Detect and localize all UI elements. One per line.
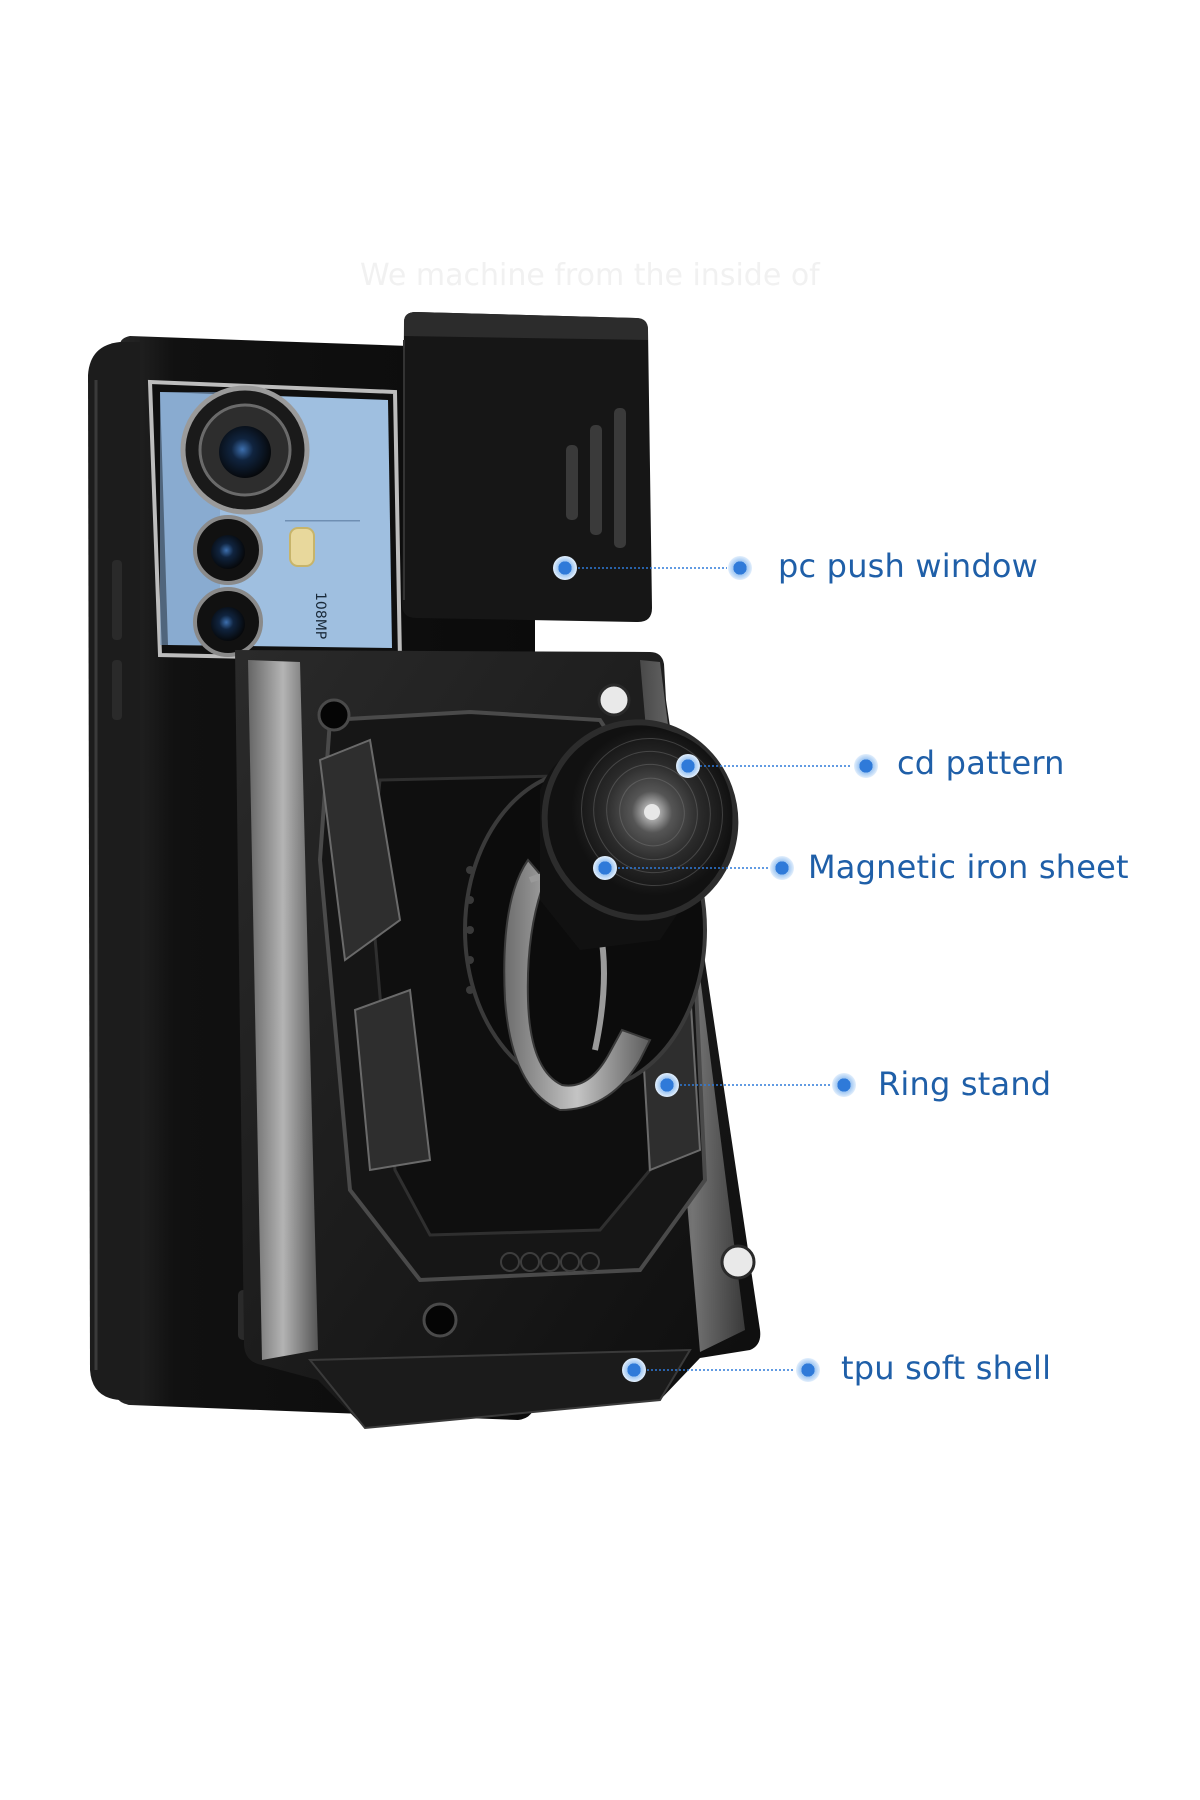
magnetic-sheet-dot-icon (593, 856, 617, 880)
callout-push-window (553, 556, 752, 580)
push-window-cover (402, 312, 652, 622)
label-tpu-shell: tpu soft shell (841, 1349, 1052, 1387)
callout-ring-stand (655, 1073, 856, 1097)
cd-pattern-dot-icon (676, 754, 700, 778)
callout-magnetic-sheet (593, 856, 794, 880)
ring-stand-dot-icon (655, 1073, 679, 1097)
push-window-end-dot-icon (728, 556, 752, 580)
camera-mp-text: 108MP (312, 592, 328, 639)
flash-icon (289, 527, 315, 567)
camera-module: 108MP (147, 379, 403, 663)
label-ring-stand: Ring stand (878, 1065, 1052, 1103)
faint-caption: We machine from the inside of (360, 258, 820, 293)
magnetic-sheet-end-dot-icon (770, 856, 794, 880)
ring-stand-end-dot-icon (832, 1073, 856, 1097)
tpu-shell-dot-icon (622, 1358, 646, 1382)
callout-tpu-shell (622, 1358, 820, 1382)
push-window-dot-icon (553, 556, 577, 580)
label-magnetic-sheet: Magnetic iron sheet (808, 848, 1129, 886)
tpu-shell-end-dot-icon (796, 1358, 820, 1382)
label-cd-pattern: cd pattern (897, 744, 1065, 782)
label-push-window: pc push window (778, 547, 1039, 585)
cd-pattern-end-dot-icon (854, 754, 878, 778)
callout-cd-pattern (676, 754, 878, 778)
